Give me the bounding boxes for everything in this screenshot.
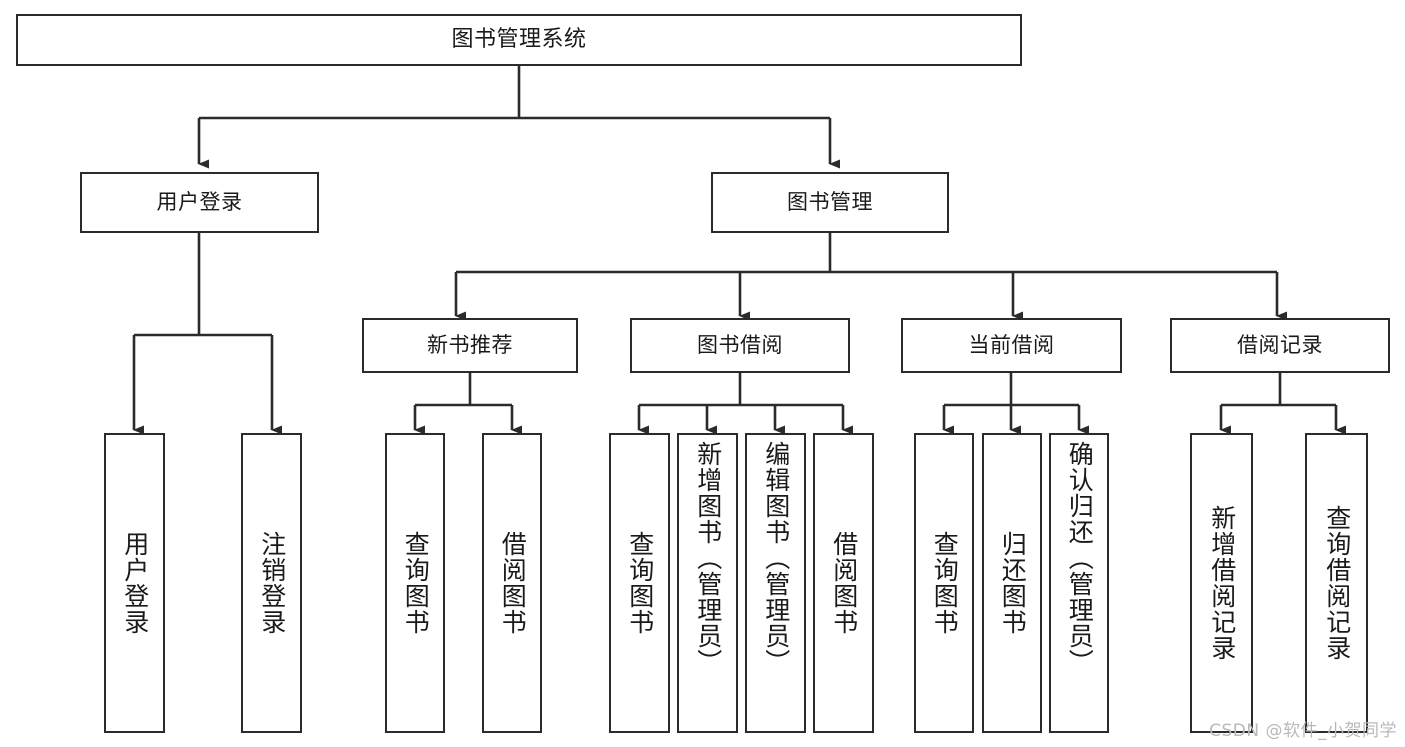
node-label: 新增借阅记录 — [1207, 505, 1237, 661]
node-label: 图书管理系统 — [451, 27, 587, 52]
node-label: 图书借阅 — [697, 333, 783, 357]
leaf-confirm-return-admin[interactable]: 确认归还（管理员） — [1049, 433, 1109, 733]
node-label: 借阅图书 — [829, 531, 859, 635]
node-current-borrow[interactable]: 当前借阅 — [901, 318, 1122, 373]
node-label: 用户登录 — [156, 190, 243, 214]
node-label: 新书推荐 — [427, 333, 513, 357]
node-label: 查询图书 — [930, 531, 960, 635]
node-new-book-recommend[interactable]: 新书推荐 — [362, 318, 578, 373]
node-label: 归还图书 — [998, 531, 1028, 635]
node-label: 注销登录 — [257, 531, 287, 635]
node-borrow-record[interactable]: 借阅记录 — [1170, 318, 1390, 373]
node-label: 确认归还（管理员） — [1065, 441, 1095, 675]
node-label: 借阅记录 — [1237, 333, 1323, 357]
node-book-manage[interactable]: 图书管理 — [711, 172, 949, 233]
leaf-query-book-borrow[interactable]: 查询图书 — [609, 433, 670, 733]
node-label: 查询借阅记录 — [1322, 505, 1352, 661]
node-label: 新增图书（管理员） — [693, 441, 723, 675]
node-book-borrow[interactable]: 图书借阅 — [630, 318, 850, 373]
node-label: 编辑图书（管理员） — [761, 441, 791, 675]
leaf-borrow-book-rec[interactable]: 借阅图书 — [482, 433, 542, 733]
leaf-return-book[interactable]: 归还图书 — [982, 433, 1042, 733]
leaf-logout-login[interactable]: 注销登录 — [241, 433, 302, 733]
leaf-query-book-current[interactable]: 查询图书 — [914, 433, 974, 733]
leaf-edit-book-admin[interactable]: 编辑图书（管理员） — [745, 433, 806, 733]
leaf-user-login[interactable]: 用户登录 — [104, 433, 165, 733]
node-root-system[interactable]: 图书管理系统 — [16, 14, 1022, 66]
node-label: 查询图书 — [401, 531, 431, 635]
leaf-query-borrow-record[interactable]: 查询借阅记录 — [1305, 433, 1368, 733]
leaf-add-book-admin[interactable]: 新增图书（管理员） — [677, 433, 738, 733]
node-label: 图书管理 — [787, 190, 873, 214]
leaf-borrow-book-borrow[interactable]: 借阅图书 — [813, 433, 874, 733]
node-label: 用户登录 — [120, 531, 150, 635]
node-label: 借阅图书 — [498, 531, 528, 635]
node-user-login[interactable]: 用户登录 — [80, 172, 319, 233]
leaf-query-book-rec[interactable]: 查询图书 — [385, 433, 445, 733]
node-label: 查询图书 — [625, 531, 655, 635]
csdn-watermark: CSDN @软件_小贺同学 — [1209, 721, 1397, 741]
leaf-add-borrow-record[interactable]: 新增借阅记录 — [1190, 433, 1253, 733]
node-label: 当前借阅 — [968, 333, 1055, 357]
